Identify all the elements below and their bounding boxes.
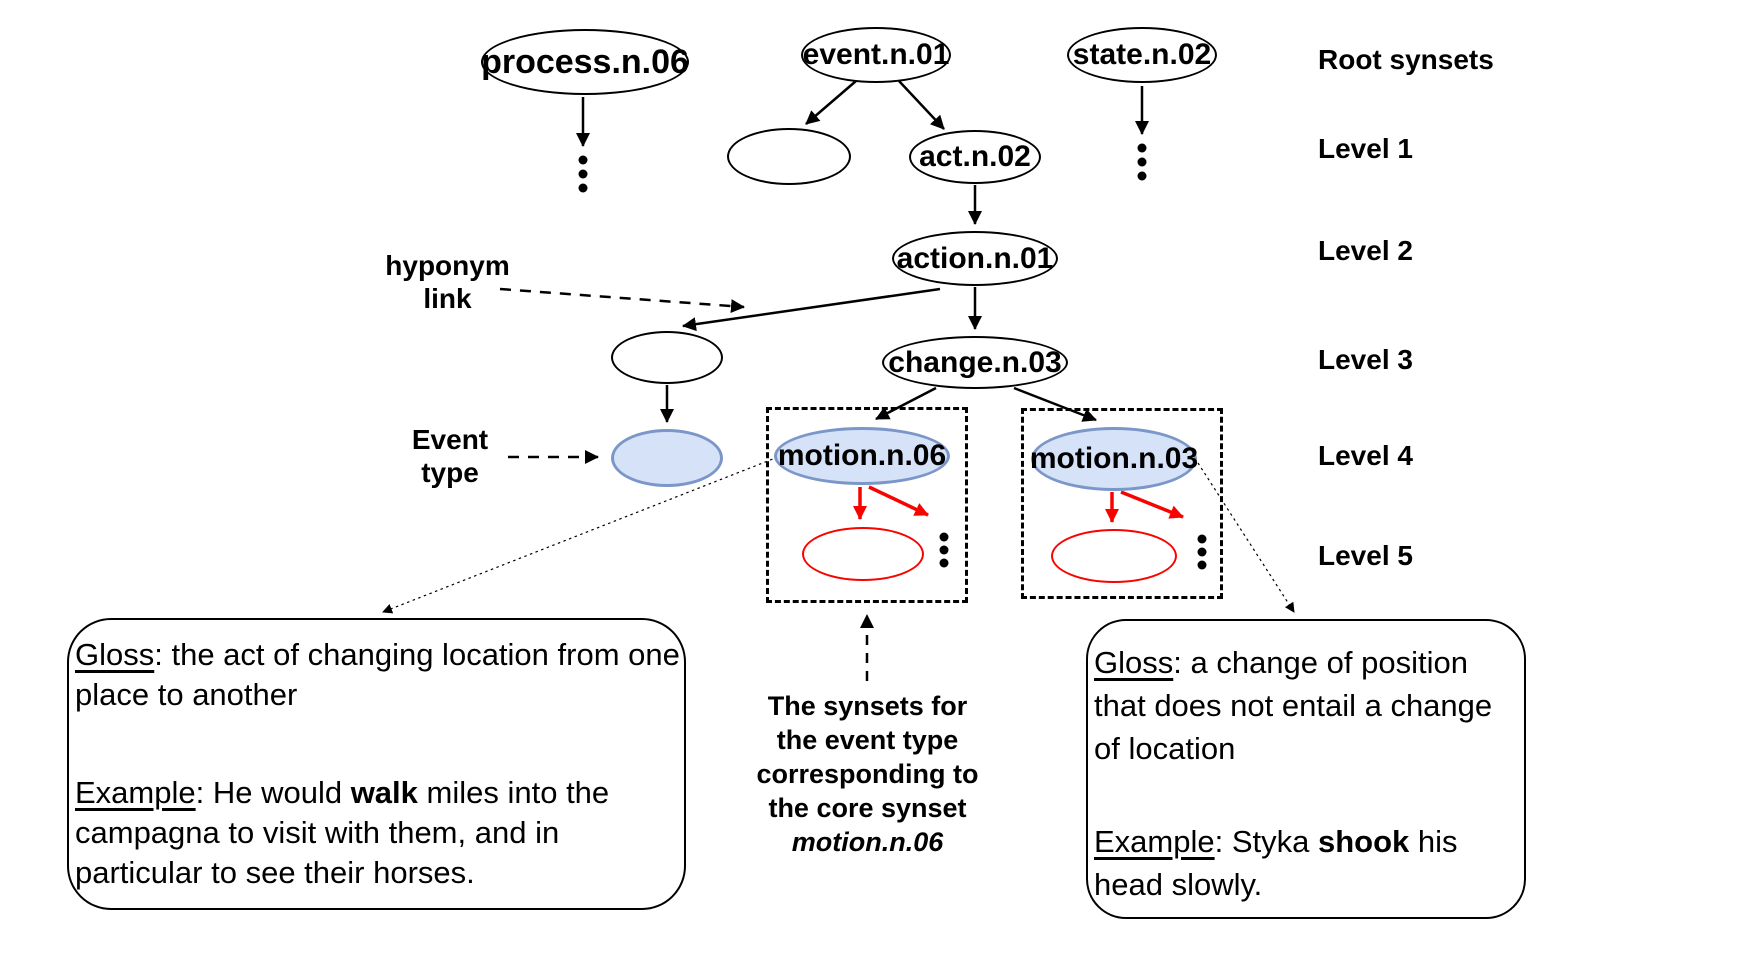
gloss-text: : a change of position that does not ent… xyxy=(1094,645,1493,766)
ellipsis-dots-under-process xyxy=(578,155,588,193)
event-type-label-line1: Event xyxy=(411,424,489,455)
label-level-5: Level 5 xyxy=(1318,540,1413,571)
caption-core-synset-name: motion.n.06 xyxy=(791,827,944,857)
level5-empty-node-left xyxy=(802,527,924,581)
synset-node-process: process.n.06 xyxy=(481,29,689,95)
caption-line: the core synset xyxy=(768,793,967,823)
gloss-label: Gloss xyxy=(75,637,155,672)
caption-line: corresponding to xyxy=(756,759,979,789)
arrow-event-to-empty xyxy=(805,80,857,125)
label-level-1: Level 1 xyxy=(1318,133,1413,164)
arrow-action-to-empty-hyponym-link xyxy=(682,287,941,332)
example-paragraph: Example: He would walk miles into the ca… xyxy=(75,773,680,893)
label-level-4: Level 4 xyxy=(1318,440,1413,471)
synset-label: process.n.06 xyxy=(481,42,689,81)
caption-line: The synsets for xyxy=(767,691,968,721)
gloss-box-motion06: Gloss: the act of changing location from… xyxy=(67,618,686,910)
synset-label: action.n.01 xyxy=(896,241,1054,275)
event-type-node-motion06: motion.n.06 xyxy=(774,427,950,485)
level5-empty-node-right xyxy=(1051,529,1177,583)
synset-node-empty-level1 xyxy=(727,128,851,185)
gloss-paragraph: Gloss: a change of position that does no… xyxy=(1094,641,1522,770)
example-keyword: walk xyxy=(350,775,418,810)
example-text: miles into the campagna to visit with th… xyxy=(75,775,610,890)
example-text: : Styka xyxy=(1214,824,1318,859)
label-level-2: Level 2 xyxy=(1318,235,1413,266)
event-type-label-line2: type xyxy=(421,457,479,488)
example-text: : He would xyxy=(195,775,351,810)
hyponym-link-label-line2: link xyxy=(423,283,472,314)
synset-label: motion.n.06 xyxy=(777,439,947,472)
gloss-text: : the act of changing location from one … xyxy=(75,637,680,712)
example-keyword: shook xyxy=(1317,824,1410,859)
synset-node-event: event.n.01 xyxy=(801,27,951,83)
gloss-box-motion03: Gloss: a change of position that does no… xyxy=(1086,619,1526,919)
synset-node-action: action.n.01 xyxy=(892,231,1058,286)
ellipsis-dots-under-state xyxy=(1137,143,1147,181)
caption-line: the event type xyxy=(776,725,959,755)
synset-label: act.n.02 xyxy=(919,140,1031,173)
synset-label: change.n.03 xyxy=(888,345,1062,379)
example-text: his head slowly. xyxy=(1094,824,1458,902)
event-type-synsets-caption: The synsets for the event type correspon… xyxy=(730,689,1005,859)
synset-label: state.n.02 xyxy=(1072,38,1212,71)
example-label: Example xyxy=(1094,824,1215,859)
label-root-synsets: Root synsets xyxy=(1318,44,1494,75)
hyponym-link-pointer-arrow xyxy=(499,287,745,314)
arrow-event-to-act xyxy=(898,80,945,130)
event-type-node-empty xyxy=(611,429,723,487)
event-type-label: Event type xyxy=(375,423,525,489)
synset-node-empty-level3 xyxy=(611,331,723,384)
gloss-paragraph: Gloss: the act of changing location from… xyxy=(75,635,680,715)
synset-label: motion.n.03 xyxy=(1029,442,1199,475)
hyponym-link-label-line1: hyponym xyxy=(385,250,510,281)
synset-node-change: change.n.03 xyxy=(882,336,1068,389)
hyponym-link-label: hyponym link xyxy=(360,249,535,315)
example-label: Example xyxy=(75,775,196,810)
synset-label: event.n.01 xyxy=(802,38,950,71)
synset-node-state: state.n.02 xyxy=(1067,27,1217,83)
gloss-label: Gloss xyxy=(1094,645,1174,680)
example-paragraph: Example: Styka shook his head slowly. xyxy=(1094,820,1522,906)
event-type-node-motion03: motion.n.03 xyxy=(1029,427,1199,491)
label-level-3: Level 3 xyxy=(1318,344,1413,375)
synset-node-act: act.n.02 xyxy=(909,130,1041,184)
